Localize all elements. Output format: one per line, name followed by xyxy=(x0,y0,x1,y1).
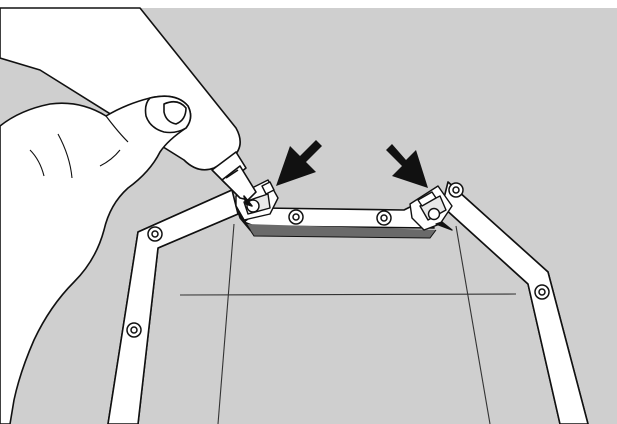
glue-drop xyxy=(243,195,253,207)
horizontal-guide-line xyxy=(179,293,517,296)
rivets xyxy=(126,182,550,338)
right-bracket xyxy=(409,185,453,231)
left-arrow-icon xyxy=(276,140,322,186)
rivet-right-top xyxy=(448,182,464,198)
left-vertical-guide-line xyxy=(217,223,235,424)
glue-bottle-neck xyxy=(211,151,247,185)
hand-palm xyxy=(0,95,192,424)
rivet-left-top xyxy=(147,226,163,242)
guide-lines xyxy=(179,223,517,424)
right-vertical-guide-line xyxy=(455,225,491,424)
left-bracket xyxy=(235,179,279,231)
rivet-right-mid xyxy=(534,284,550,300)
rivet-bridge-right xyxy=(376,210,392,226)
hand xyxy=(0,95,192,424)
thumbnail xyxy=(163,100,187,125)
right-arrow-icon xyxy=(386,144,428,188)
rivet-left-mid xyxy=(126,322,142,338)
rivet-bridge-left xyxy=(288,209,304,225)
